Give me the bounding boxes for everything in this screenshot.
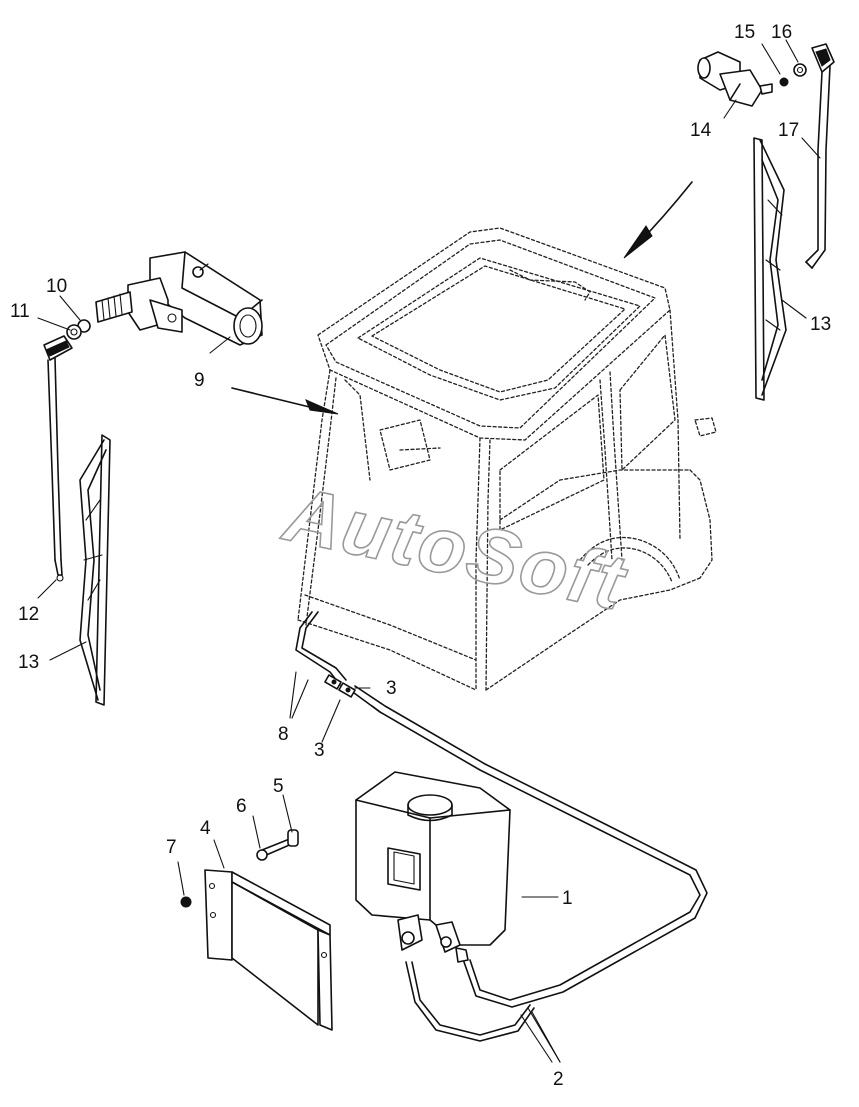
install-arrows (231, 181, 693, 415)
rear-wiper-arm (805, 43, 835, 269)
callout-5: 5 (273, 776, 284, 797)
callout-10: 10 (46, 276, 67, 297)
leader-lines (37, 39, 821, 1063)
washer-reservoir (355, 771, 511, 963)
rear-wiper-motor (697, 51, 807, 107)
callout-6: 6 (236, 796, 247, 817)
callout-2: 2 (553, 1069, 564, 1090)
bolt-nut-washer (180, 829, 299, 908)
callout-17: 17 (778, 120, 799, 141)
hose-connectors (324, 674, 356, 698)
callout-8: 8 (278, 724, 289, 745)
front-wiper-motor (95, 251, 263, 346)
callout-13-right: 13 (810, 314, 831, 335)
rear-wiper-blade (753, 137, 787, 401)
callout-labels: 1 2 3 3 4 5 6 7 8 9 10 11 12 13 13 14 15… (10, 22, 831, 1090)
callout-12: 12 (18, 604, 39, 625)
mounting-bracket (204, 869, 333, 1031)
callout-11: 11 (10, 301, 30, 322)
callout-4: 4 (200, 818, 211, 839)
callout-3-upper: 3 (386, 678, 397, 699)
callout-16: 16 (771, 22, 792, 43)
callout-1: 1 (562, 888, 573, 909)
callout-13-left: 13 (18, 652, 39, 673)
left-spindle-nut-washer (66, 319, 91, 340)
front-wiper-blade (79, 434, 111, 706)
callout-14: 14 (690, 120, 712, 141)
callout-15: 15 (734, 22, 755, 43)
cab-outline (297, 227, 717, 691)
callout-3-lower: 3 (314, 740, 325, 761)
washer-hoses (295, 611, 708, 1042)
front-wiper-arm (43, 335, 73, 582)
callout-9: 9 (194, 370, 205, 391)
watermark: AutoSoft (276, 469, 635, 627)
callout-7: 7 (166, 837, 177, 858)
